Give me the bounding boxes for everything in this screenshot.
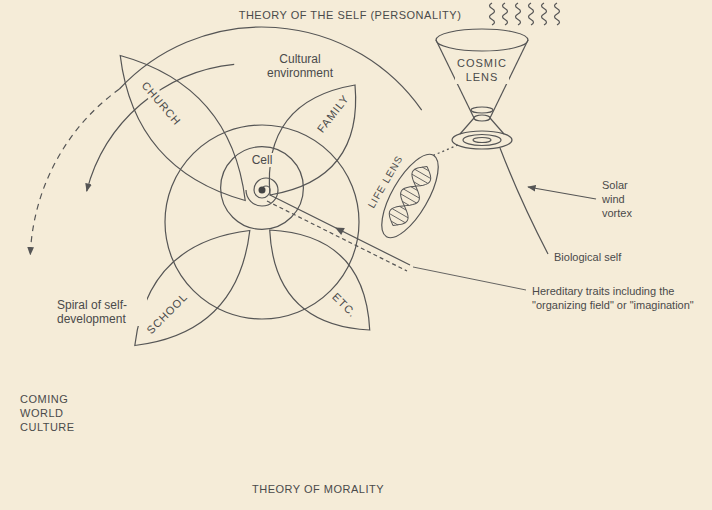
cosmic-ray (555, 3, 560, 25)
church-petal: CHURCH (96, 34, 269, 221)
morality-label: THEORY OF MORALITY (250, 482, 386, 496)
dna-rung (400, 206, 407, 210)
vortex-label: Solar wind vortex (600, 178, 634, 220)
cell-circle: Cell (220, 146, 304, 230)
node-text: LIFE LENS (364, 151, 408, 213)
heredity-label: Hereditary traits including the "organiz… (530, 284, 706, 312)
cosmic-lens: COSMIC LENS (432, 26, 532, 152)
cosmic-ray (529, 3, 534, 25)
dotted-connector (434, 145, 459, 155)
vortex-arrow (528, 187, 596, 199)
diagram-title: THEORY OF THE SELF (PERSONALITY) (237, 8, 464, 22)
etc-petal: ETC. (247, 207, 392, 352)
vortex-ring (473, 138, 491, 143)
world-culture-arrow (30, 89, 119, 255)
node-text: ETC. (328, 288, 361, 321)
heredity-leader (413, 267, 526, 290)
dna-rung (422, 167, 429, 171)
cosmic-ray (542, 3, 547, 25)
culture-ring (165, 125, 359, 319)
petal-outline (112, 207, 272, 367)
circle-outline (221, 147, 304, 230)
petal-outline (96, 34, 269, 221)
lens-rim (436, 29, 528, 51)
node-text: COSMIC LENS (455, 56, 509, 84)
lens-ring (474, 115, 490, 121)
environment-label: Cultural environment (265, 52, 335, 80)
family-petal: FAMILY (245, 65, 381, 214)
node-outline (432, 26, 532, 152)
vortex-ring (452, 131, 512, 149)
petal-outline (247, 207, 392, 352)
spiral-label: Spiral of self-development (55, 298, 147, 326)
biological-self-label: Biological self (552, 250, 623, 264)
cell-nucleus (259, 187, 266, 194)
world-culture-label: COMING WORLD CULTURE (18, 392, 77, 434)
lens-ring (471, 107, 493, 113)
node-outline (112, 207, 272, 367)
vortex-ring (463, 135, 501, 146)
dna-rung (402, 201, 409, 205)
self-spiral (246, 178, 278, 206)
dna-rung (414, 182, 421, 186)
dna-rung (411, 187, 418, 191)
cosmic-ray (490, 3, 495, 25)
cosmic-ray (516, 3, 521, 25)
biological-leader (500, 148, 548, 254)
cosmic-ray (503, 3, 508, 25)
node-text: FAMILY (313, 90, 354, 137)
node-text: SCHOOL (142, 288, 192, 338)
node-outline (247, 207, 392, 352)
node-text: Cell (250, 153, 275, 167)
node-outline (96, 34, 269, 221)
node-outline (245, 65, 381, 214)
node-text: CHURCH (137, 76, 185, 129)
spiral-arrow (87, 64, 235, 191)
school-petal: SCHOOL (112, 207, 272, 367)
life-lens: LIFE LENS (370, 145, 451, 247)
dna-rung (391, 221, 398, 225)
petal-outline (245, 65, 381, 214)
heredity-arrow-head (335, 228, 345, 236)
